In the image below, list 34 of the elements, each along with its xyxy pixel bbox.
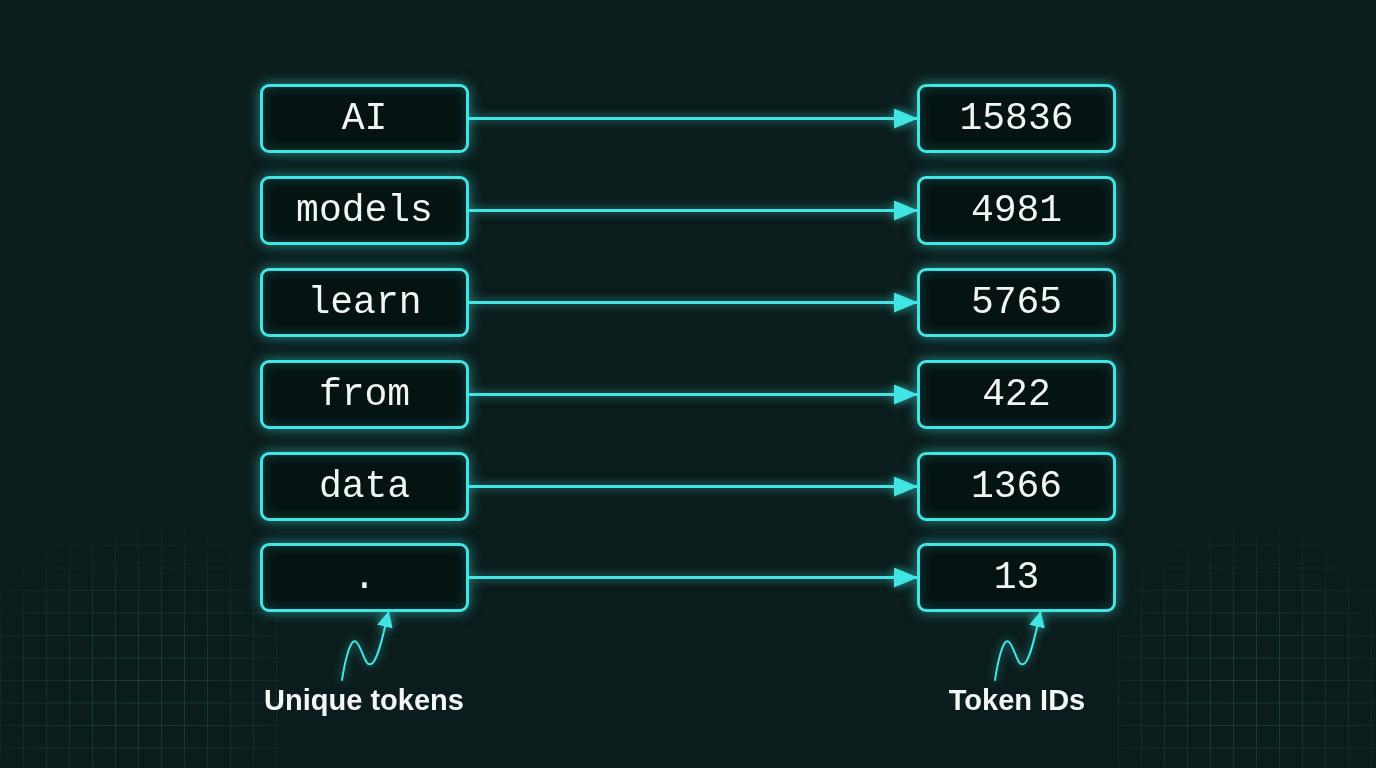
token-id-box — [917, 268, 1116, 337]
token-id: 1366 — [970, 464, 1063, 509]
token-id-box — [917, 176, 1116, 245]
column-label: Unique tokens — [229, 680, 499, 720]
token-text: learn — [307, 280, 422, 325]
token-box — [260, 268, 469, 337]
token-id-box — [917, 360, 1116, 429]
token-id-box — [917, 84, 1116, 153]
token-id-box — [917, 543, 1116, 612]
token-id: 4981 — [970, 188, 1063, 233]
token-box — [260, 84, 469, 153]
token-text: from — [318, 372, 411, 417]
arrow — [467, 384, 919, 405]
token-id-box — [917, 452, 1116, 521]
token-id: 13 — [993, 555, 1040, 600]
token-id: 422 — [982, 372, 1051, 417]
arrow — [467, 200, 919, 221]
token-id: 5765 — [970, 280, 1063, 325]
token-text: AI — [341, 96, 388, 141]
token-box — [260, 176, 469, 245]
column-label: Token IDs — [917, 680, 1117, 720]
token-id: 15836 — [959, 96, 1074, 141]
token-text: . — [353, 555, 376, 600]
token-box — [260, 360, 469, 429]
token-box — [260, 452, 469, 521]
arrow — [467, 476, 919, 497]
token-text: models — [296, 188, 433, 233]
token-text: data — [318, 464, 411, 509]
curved-arrow — [341, 611, 393, 681]
arrow — [467, 108, 919, 129]
arrow — [467, 292, 919, 313]
curved-arrow — [994, 611, 1045, 681]
token-box — [260, 543, 469, 612]
arrow — [467, 567, 919, 588]
